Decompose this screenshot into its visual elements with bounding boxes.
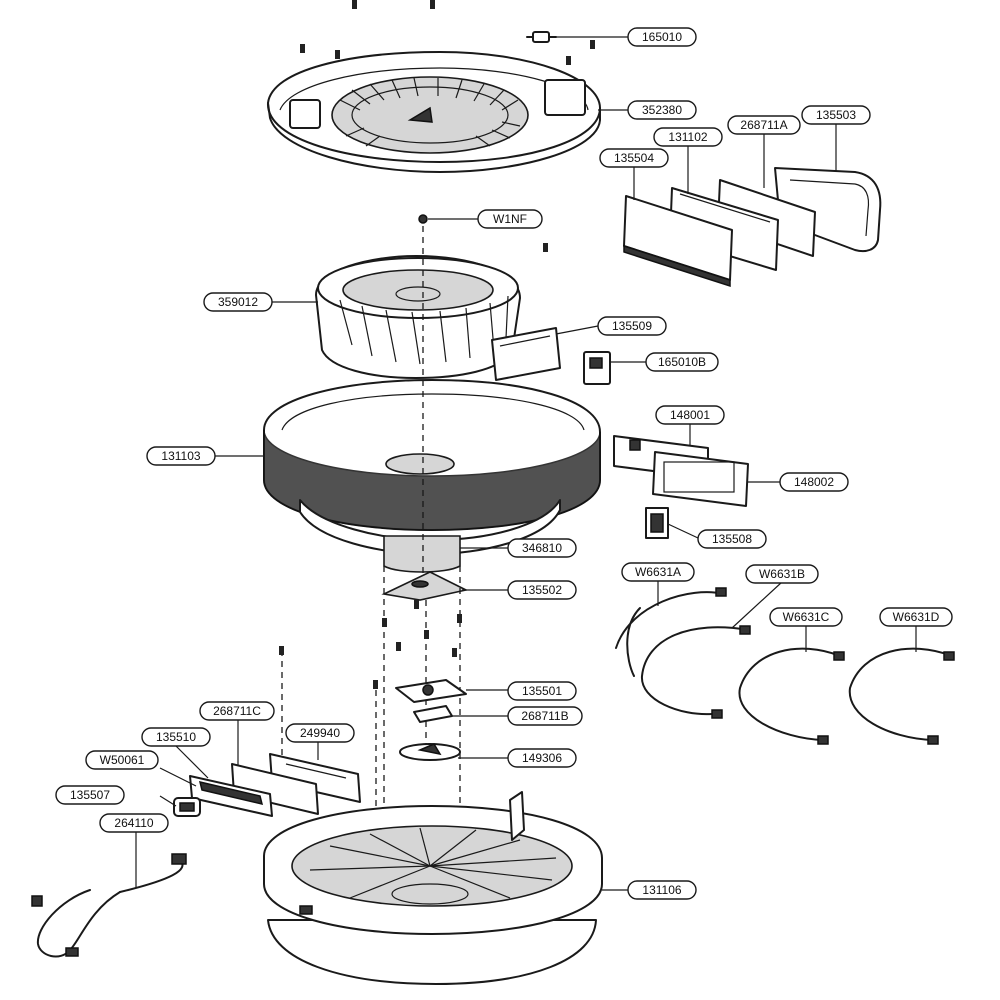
base-housing bbox=[263, 791, 603, 985]
callout-label: W1NF bbox=[493, 212, 527, 226]
callout-W50061: W50061 bbox=[85, 750, 159, 770]
callout-label: 135503 bbox=[816, 108, 856, 122]
callout-131106: 131106 bbox=[627, 880, 697, 900]
callout-135501: 135501 bbox=[507, 681, 577, 701]
callout-135508: 135508 bbox=[697, 529, 767, 549]
callout-label: W50061 bbox=[100, 753, 145, 767]
callout-label: 264110 bbox=[114, 816, 153, 830]
callout-label: 268711C bbox=[213, 704, 261, 718]
callout-label: 131106 bbox=[642, 883, 681, 897]
top-cover-assembly bbox=[266, 51, 601, 173]
callout-label: 135507 bbox=[70, 788, 110, 802]
callout-135509: 135509 bbox=[597, 316, 667, 336]
top-screws bbox=[300, 0, 595, 252]
callout-label: 148002 bbox=[794, 475, 834, 489]
callout-W6631A: W6631A bbox=[621, 562, 695, 582]
callout-label: 135502 bbox=[522, 583, 562, 597]
callout-148002: 148002 bbox=[779, 472, 849, 492]
callout-label: 135509 bbox=[612, 319, 652, 333]
board-148002 bbox=[652, 451, 749, 507]
callout-131103: 131103 bbox=[146, 446, 216, 466]
callout-148001: 148001 bbox=[655, 405, 725, 425]
callout-label: 135501 bbox=[522, 684, 562, 698]
callout-label: W6631B bbox=[759, 567, 805, 581]
power-cord-264110 bbox=[31, 853, 187, 958]
callout-label: 359012 bbox=[218, 295, 258, 309]
callout-135510: 135510 bbox=[141, 727, 211, 747]
callout-label: W6631A bbox=[635, 565, 681, 579]
main-housing bbox=[263, 379, 601, 555]
callout-W1NF: W1NF bbox=[477, 209, 543, 229]
callout-131102: 131102 bbox=[653, 127, 723, 147]
callout-label: 149306 bbox=[522, 751, 562, 765]
callout-W6631C: W6631C bbox=[769, 607, 843, 627]
callout-label: W6631D bbox=[893, 610, 940, 624]
callout-268711C: 268711C bbox=[199, 701, 275, 721]
bracket-135510 bbox=[189, 775, 273, 817]
callout-W6631B: W6631B bbox=[745, 564, 819, 584]
middle-screws bbox=[279, 600, 462, 689]
callout-label: 268711A bbox=[740, 118, 787, 132]
callout-label: 131102 bbox=[668, 130, 707, 144]
callout-268711B: 268711B bbox=[507, 706, 583, 726]
plate-268711B bbox=[413, 705, 453, 723]
callout-135502: 135502 bbox=[507, 580, 577, 600]
button-135507 bbox=[173, 797, 201, 817]
fan-impeller bbox=[315, 255, 521, 379]
callout-label: 135508 bbox=[712, 532, 752, 546]
nut-w1nf bbox=[418, 214, 428, 224]
callout-359012: 359012 bbox=[203, 292, 273, 312]
callout-label: 135504 bbox=[614, 151, 654, 165]
leader-lines bbox=[135, 36, 917, 891]
callout-W6631D: W6631D bbox=[879, 607, 953, 627]
filter-stack bbox=[623, 167, 882, 288]
frame-135508 bbox=[645, 507, 669, 539]
callout-135503: 135503 bbox=[801, 105, 871, 125]
callout-label: 268711B bbox=[521, 709, 568, 723]
bracket-135509 bbox=[491, 327, 561, 381]
mount-135502 bbox=[381, 571, 469, 601]
plate-135501 bbox=[395, 679, 467, 703]
callout-149306: 149306 bbox=[507, 748, 577, 768]
callout-135507: 135507 bbox=[55, 785, 125, 805]
callout-249940: 249940 bbox=[285, 723, 355, 743]
callout-label: 352380 bbox=[642, 103, 682, 117]
switch-165010B bbox=[583, 351, 611, 385]
callout-135504: 135504 bbox=[599, 148, 669, 168]
callout-label: 148001 bbox=[670, 408, 710, 422]
callout-label: 346810 bbox=[522, 541, 562, 555]
callout-label: W6631C bbox=[783, 610, 830, 624]
callout-165010B: 165010B bbox=[645, 352, 719, 372]
motor-346810 bbox=[383, 535, 461, 573]
callout-346810: 346810 bbox=[507, 538, 577, 558]
disc-149306 bbox=[399, 743, 461, 761]
callout-label: 165010 bbox=[642, 30, 682, 44]
callout-165010: 165010 bbox=[627, 27, 697, 47]
callout-label: 135510 bbox=[156, 730, 196, 744]
callout-264110: 264110 bbox=[99, 813, 169, 833]
cable-set bbox=[615, 587, 955, 745]
callout-268711A: 268711A bbox=[727, 115, 801, 135]
callout-label: 249940 bbox=[300, 726, 340, 740]
pcb-268711C bbox=[231, 763, 319, 815]
callout-label: 131103 bbox=[161, 449, 200, 463]
callout-label: 165010B bbox=[658, 355, 706, 369]
callout-352380: 352380 bbox=[627, 100, 697, 120]
